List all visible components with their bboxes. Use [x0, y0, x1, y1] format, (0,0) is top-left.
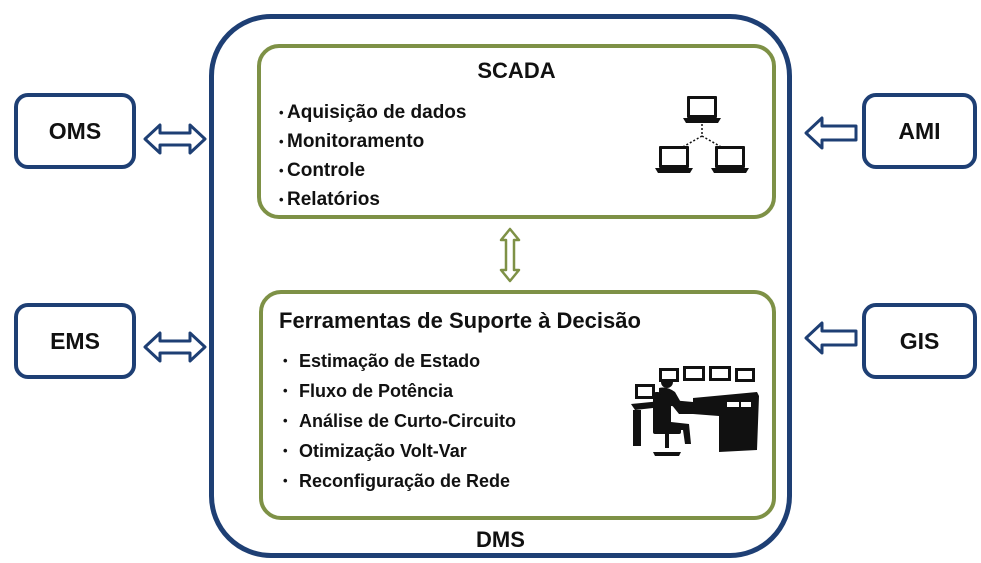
list-item: Estimação de Estado: [283, 346, 516, 376]
list-item: Aquisição de dados: [279, 98, 466, 127]
list-item: Relatórios: [279, 185, 466, 214]
ems-double-arrow-icon: [143, 331, 207, 363]
scada-tools-double-arrow-icon: [499, 227, 521, 283]
list-item: Controle: [279, 156, 466, 185]
decision-tools-list: Estimação de Estado Fluxo de Potência An…: [283, 346, 516, 496]
scada-title: SCADA: [477, 58, 556, 83]
ami-box: AMI: [862, 93, 977, 169]
list-item: Otimização Volt-Var: [283, 436, 516, 466]
ems-box: EMS: [14, 303, 136, 379]
operator-control-room-icon: [631, 366, 759, 456]
dms-container: SCADA Aquisição de dados Monitoramento C…: [209, 14, 792, 558]
scada-box: SCADA Aquisição de dados Monitoramento C…: [257, 44, 776, 219]
oms-label: OMS: [48, 117, 102, 144]
ami-left-arrow-icon: [804, 116, 858, 150]
gis-box: GIS: [862, 303, 977, 379]
oms-double-arrow-icon: [143, 123, 207, 155]
list-item: Reconfiguração de Rede: [283, 466, 516, 496]
ems-label: EMS: [50, 327, 100, 354]
gis-label: GIS: [899, 327, 940, 354]
list-item: Fluxo de Potência: [283, 376, 516, 406]
dms-label: DMS: [476, 527, 525, 552]
gis-left-arrow-icon: [804, 321, 858, 355]
decision-tools-box: Ferramentas de Suporte à Decisão Estimaç…: [259, 290, 776, 520]
ami-label: AMI: [898, 117, 941, 144]
scada-list: Aquisição de dados Monitoramento Control…: [279, 98, 466, 214]
list-item: Análise de Curto-Circuito: [283, 406, 516, 436]
decision-tools-title: Ferramentas de Suporte à Decisão: [279, 308, 641, 333]
network-computers-icon: [655, 96, 749, 173]
oms-box: OMS: [14, 93, 136, 169]
list-item: Monitoramento: [279, 127, 466, 156]
